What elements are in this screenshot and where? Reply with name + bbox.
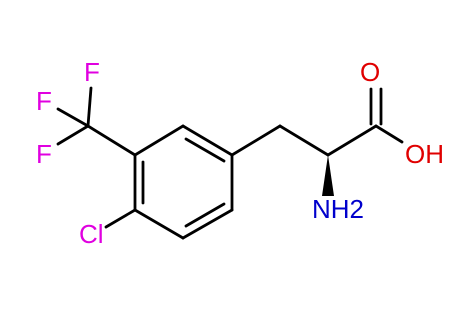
ring-bond	[133, 124, 185, 157]
ring-bond	[181, 124, 234, 157]
ring-bond	[133, 208, 185, 240]
trifluoromethyl-group	[56, 86, 137, 157]
atom-label-nh2: NH2	[312, 194, 364, 224]
c-f-bond	[56, 124, 90, 146]
ch2-calpha-bond	[278, 124, 330, 157]
ring-ch2-bond	[230, 124, 282, 157]
atom-label-f: F	[84, 57, 100, 87]
atom-label-oh: OH	[405, 139, 444, 169]
c-cl-bond	[104, 208, 137, 229]
atom-label-cl: Cl	[79, 219, 104, 249]
ring-double-bond	[184, 202, 226, 228]
atom-label-f: F	[36, 139, 52, 169]
c-f-bond	[56, 107, 90, 128]
ring-bond	[181, 208, 234, 240]
atom-label-o: O	[360, 57, 380, 87]
benzene-ring	[133, 124, 234, 240]
ring-double-bond	[184, 137, 226, 163]
stereo-wedge-bond	[322, 155, 334, 196]
calpha-carboxyl-bond	[326, 124, 378, 157]
atom-label-f: F	[36, 86, 52, 116]
c-f-bond	[86, 86, 93, 128]
side-chain	[230, 87, 404, 196]
ring-cf3-bond	[86, 124, 137, 157]
c-oh-bond	[374, 124, 404, 144]
